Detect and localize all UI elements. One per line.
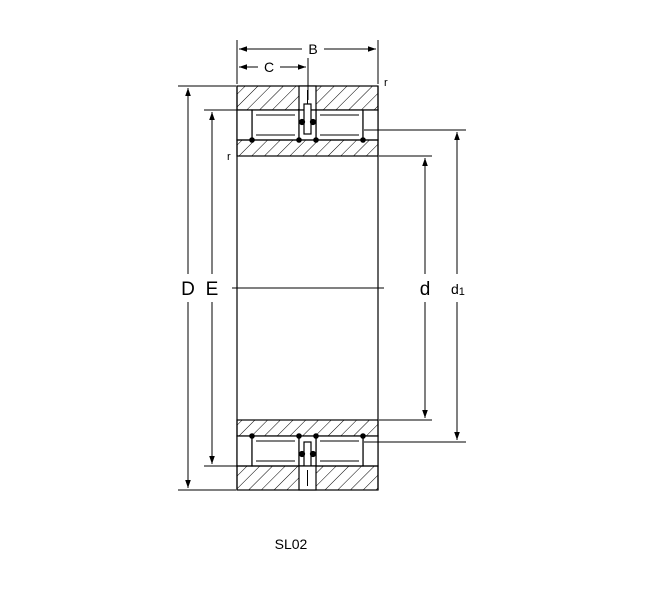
center-rib-bottom (298, 435, 317, 473)
roller-top-right (315, 109, 364, 141)
roller-bottom-left (251, 435, 300, 467)
label-r-inner: r (227, 151, 231, 163)
label-e: E (206, 279, 219, 300)
label-d1-main: d (451, 281, 459, 297)
center-rib-top (298, 103, 317, 141)
roller-top-left (251, 109, 300, 141)
label-c: C (264, 59, 274, 75)
inner-ring-top (236, 139, 379, 157)
roller-bottom-right (315, 435, 364, 467)
label-b: B (308, 41, 317, 57)
outer-ring-bottom (236, 465, 379, 491)
inner-ring-bottom (236, 419, 379, 437)
label-d1: d1 (451, 281, 465, 298)
lip-top-left (236, 109, 253, 141)
top-section (236, 85, 379, 157)
lip-bottom-left (236, 435, 253, 467)
dimension-labels: B C r r D E d d1 SL02 (181, 41, 465, 552)
label-d1-sub: 1 (459, 286, 465, 298)
label-r-outer: r (384, 77, 388, 89)
dimension-lines (178, 40, 466, 491)
designation-caption: SL02 (275, 536, 308, 552)
label-d-bore: d (420, 279, 431, 300)
label-d-outer: D (181, 279, 195, 300)
lip-bottom-right (362, 435, 379, 467)
bottom-section (236, 419, 379, 491)
lip-top-right (362, 109, 379, 141)
